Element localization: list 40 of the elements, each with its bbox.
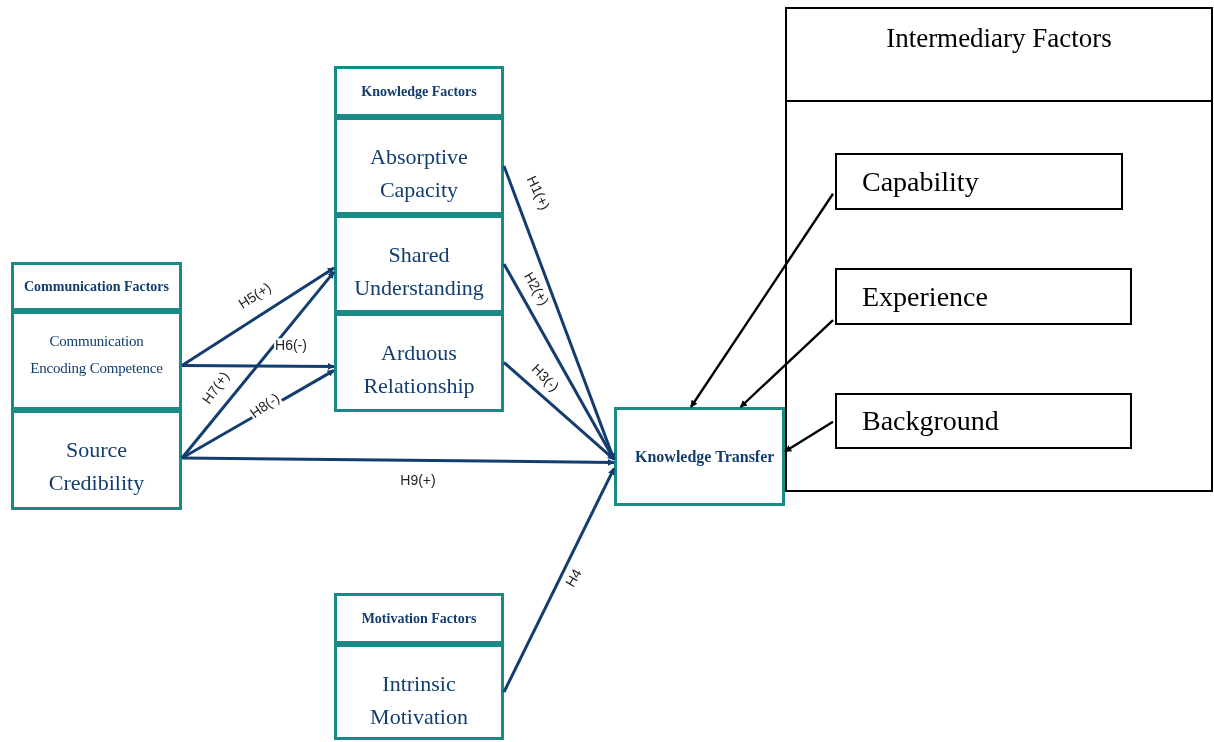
arrow [503, 361, 615, 461]
arrow [181, 266, 335, 367]
arrow [502, 263, 616, 461]
box-label: Absorptive Capacity [369, 143, 469, 204]
construct-box [334, 313, 504, 412]
edge-label: H6(-) [274, 338, 308, 354]
construct-box [11, 311, 182, 410]
construct-box [334, 117, 504, 215]
outcome-box [614, 407, 785, 506]
box-label: Motivation Factors [360, 610, 478, 627]
construct-box [334, 215, 504, 313]
box-label: Arduous Relationship [362, 339, 476, 400]
arrow [182, 456, 615, 466]
factor-box [835, 393, 1132, 449]
edge-label: H9(+) [399, 473, 437, 489]
factor-box [835, 268, 1132, 325]
box-label: Background [861, 405, 1000, 437]
category-header [334, 593, 504, 644]
arrow [502, 467, 616, 693]
box-label: Source Credibility [47, 436, 146, 497]
arrow [689, 193, 834, 408]
box-label: Communication Factors [22, 278, 170, 295]
box-label: Capability [861, 165, 980, 198]
construct-box [334, 644, 504, 740]
box-label: Communication Encoding Competence [29, 332, 164, 378]
box-label: Knowledge Transfer [634, 447, 776, 466]
arrow [180, 270, 336, 459]
group-box [785, 7, 1213, 492]
factor-box [835, 153, 1123, 210]
box-label: Intrinsic Motivation [369, 670, 469, 731]
arrow [182, 362, 335, 370]
box-label: Shared Understanding [353, 241, 485, 302]
arrow [784, 420, 834, 453]
group-heading: Intermediary Factors [787, 9, 1211, 102]
category-header [334, 66, 504, 117]
box-label: Experience [861, 280, 989, 313]
arrow [739, 319, 834, 408]
category-header [11, 262, 182, 311]
construct-box [11, 410, 182, 510]
box-label: Knowledge Factors [360, 83, 478, 100]
